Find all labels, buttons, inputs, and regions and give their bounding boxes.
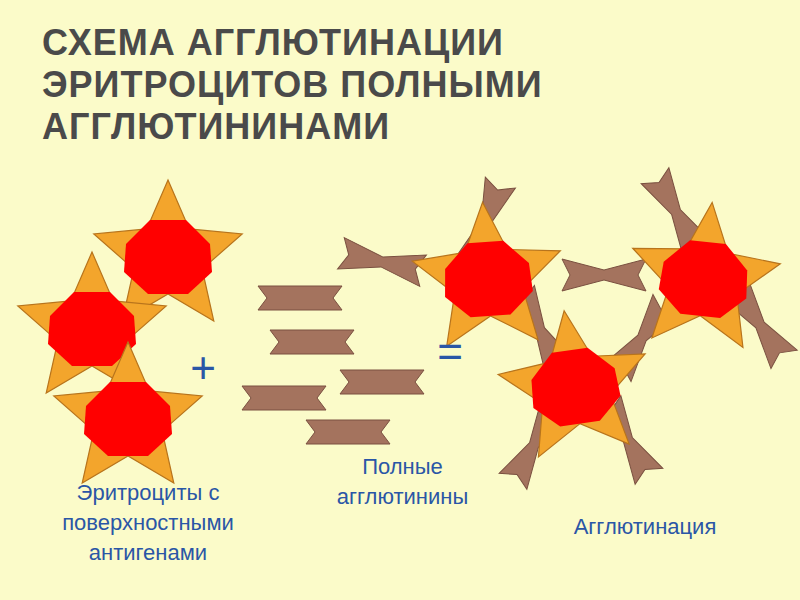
erythrocyte bbox=[624, 195, 786, 351]
erythrocyte bbox=[18, 252, 166, 393]
agglutinin bbox=[242, 386, 326, 410]
agglutinin bbox=[306, 420, 390, 444]
diagram-title: СХЕМА АГГЛЮТИНАЦИИ ЭРИТРОЦИТОВ ПОЛНЫМИ А… bbox=[42, 22, 662, 148]
agglutinin bbox=[258, 286, 342, 310]
plus-sign: + bbox=[183, 346, 223, 390]
erythrocyte bbox=[54, 342, 202, 483]
agglutinin bbox=[270, 330, 354, 354]
agglutinin-label: Полные агглютинины bbox=[300, 452, 505, 512]
agglutinin bbox=[562, 259, 646, 291]
result-label: Агглютинация bbox=[520, 512, 770, 542]
equals-sign: = bbox=[430, 330, 470, 374]
antigen-label: Эритроциты с поверхностными антигенами bbox=[14, 478, 282, 568]
erythrocyte bbox=[491, 300, 658, 460]
erythrocyte bbox=[409, 197, 567, 348]
agglutinin bbox=[340, 370, 424, 394]
